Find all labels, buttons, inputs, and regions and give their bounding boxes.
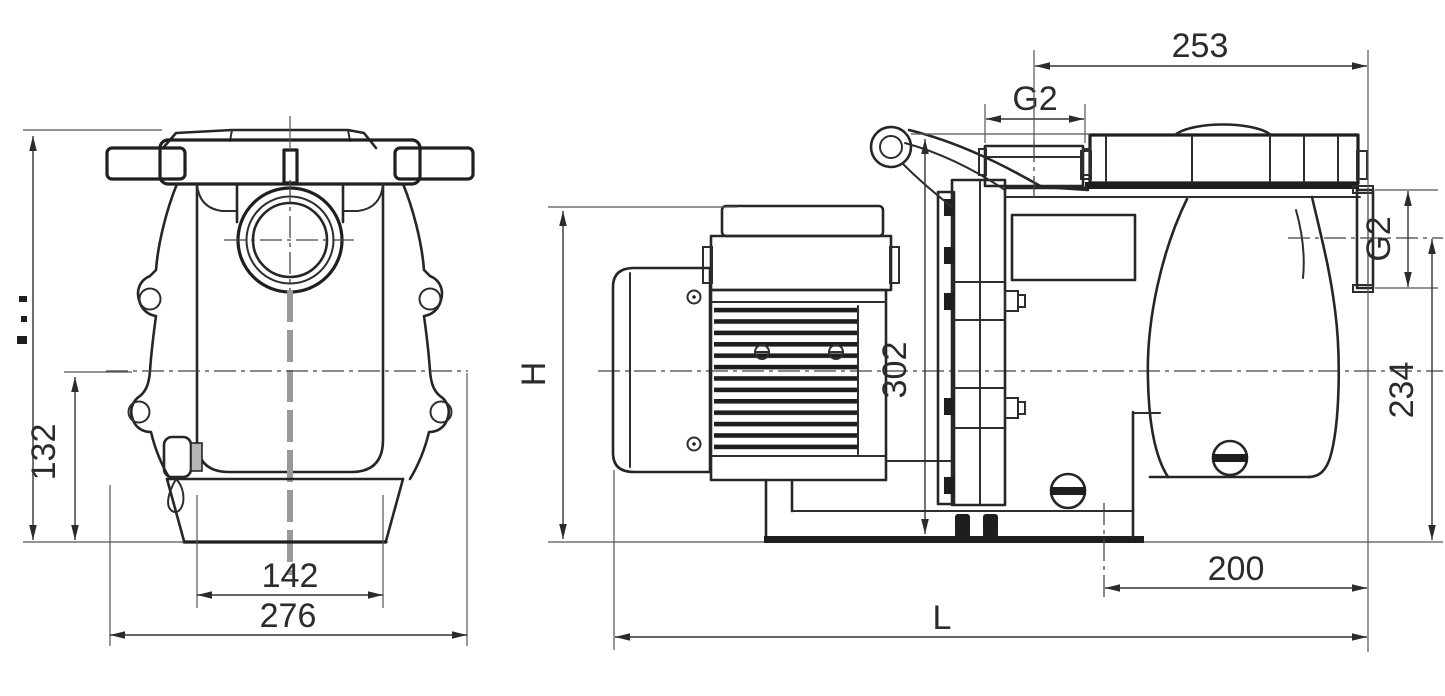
front-left-tab	[105, 146, 187, 181]
terminal-box-lid	[720, 204, 885, 238]
motor-body	[709, 288, 888, 482]
dim-label-132: 132	[25, 424, 63, 481]
lug-hole-top-right	[418, 287, 442, 311]
dim-label-302: 302	[876, 342, 914, 399]
clipped-label-fragment	[21, 316, 27, 322]
stud-bolt	[944, 199, 954, 216]
dim-label-142: 142	[262, 557, 319, 595]
endcap-screw	[686, 436, 702, 452]
stud-bolt	[944, 398, 954, 415]
front-center-slot	[282, 148, 299, 185]
lug-hole-bottom-right	[429, 400, 453, 424]
clamp-bolt	[1004, 397, 1019, 419]
motor-foot	[548, 478, 1443, 543]
motor-end-cap	[611, 266, 712, 474]
front-drain-plug	[162, 435, 203, 513]
dim-276: 276	[109, 373, 468, 646]
endcap-screw	[686, 289, 702, 305]
dim-label-253: 253	[1172, 27, 1229, 65]
dim-overall-height-front	[17, 129, 184, 543]
dim-L: L	[613, 470, 1367, 650]
drain-screw	[1049, 472, 1087, 510]
front-suction-port	[196, 180, 384, 302]
terminal-box	[709, 234, 893, 292]
top-suction-port	[978, 140, 1091, 200]
clamp-foot	[983, 514, 998, 538]
stud-bolt	[944, 477, 954, 494]
lid-tab	[1356, 150, 1368, 180]
clamp-flange	[950, 178, 1007, 507]
dim-label-200: 200	[1208, 550, 1265, 588]
dim-H: H	[515, 206, 737, 539]
clamp-foot	[955, 514, 970, 538]
motor	[611, 204, 953, 482]
dim-302: 302	[876, 133, 1090, 534]
dim-label-276: 276	[260, 597, 317, 635]
nameplate	[1010, 213, 1137, 282]
clipped-label-fragment	[19, 296, 27, 302]
dim-label-G2-top: G2	[1012, 80, 1057, 118]
motor-fins	[714, 306, 858, 454]
dim-label-H: H	[515, 362, 553, 387]
dim-label-L: L	[933, 599, 952, 637]
ground-bar	[764, 536, 1144, 543]
clamp-bolt	[1004, 290, 1019, 312]
terminal-box-clip	[702, 246, 713, 284]
front-tank-outer	[127, 182, 453, 481]
side-view: H 302 G2 253 G2	[515, 27, 1443, 652]
strainer-tank	[978, 123, 1443, 601]
dim-G2-right: G2	[1360, 189, 1438, 289]
dim-200: 200	[1105, 550, 1367, 592]
dim-G2-top: G2	[984, 80, 1086, 143]
dim-253: 253	[1033, 27, 1369, 652]
clipped-label-fragment	[17, 336, 27, 344]
tank-rear-wall	[1306, 195, 1341, 479]
stud-bolt	[944, 293, 954, 310]
lug-hole-bottom-left	[127, 400, 151, 424]
strainer-lid	[1088, 133, 1360, 185]
tank-front-wall	[1146, 197, 1189, 479]
dim-label-234: 234	[1383, 362, 1421, 419]
drain-screw	[1211, 439, 1249, 477]
front-view: 132 142 276	[17, 116, 475, 646]
dim-label-G2-right: G2	[1360, 216, 1398, 261]
front-right-tab	[393, 146, 475, 181]
front-base	[165, 477, 405, 544]
terminal-box-clip	[889, 246, 900, 284]
lid-flange	[1085, 182, 1359, 189]
lug-hole-top-left	[138, 287, 162, 311]
dim-234: 234	[1383, 239, 1436, 540]
dim-132: 132	[25, 371, 132, 540]
stud-bolt	[944, 247, 954, 264]
seal-plate	[936, 178, 1026, 538]
dim-142: 142	[196, 495, 384, 608]
